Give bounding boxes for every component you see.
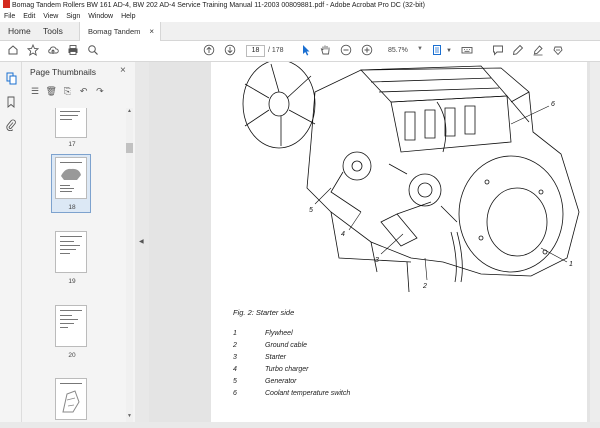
sign-icon[interactable] [531,44,545,59]
keyboard-icon[interactable] [460,44,474,59]
legend-text: Ground cable [265,342,308,349]
tab-tools[interactable]: Tools [43,26,63,36]
legend-text: Flywheel [265,330,293,337]
window-titlebar: Bomag Tandem Rollers BW 161 AD-4, BW 202… [0,0,600,11]
fit-page-icon[interactable] [430,44,444,59]
legend-number: 1 [233,330,237,337]
redo-icon[interactable]: ↷ [96,86,104,96]
scroll-up-icon[interactable]: ▲ [127,108,132,114]
close-tab-icon[interactable]: × [149,27,154,36]
thumbnail-label-20: 20 [68,352,76,359]
hand-tool-icon[interactable] [319,44,331,59]
home-icon[interactable] [6,44,20,59]
search-icon[interactable] [86,44,100,59]
window-title: Bomag Tandem Rollers BW 161 AD-4, BW 202… [12,2,425,9]
figure-caption: Fig. 2: Starter side [233,308,295,317]
callout-2: 2 [422,283,427,290]
tab-bar: Home Tools Bomag Tandem Roll... × [0,22,600,55]
document-scrollbar[interactable] [590,62,600,428]
acrobat-app-icon [3,0,10,8]
menu-view[interactable]: View [43,13,59,20]
thumbnail-label-19: 19 [68,278,76,285]
undo-icon[interactable]: ↶ [79,86,88,96]
zoom-out-icon[interactable] [339,44,353,59]
legend-text: Turbo charger [265,366,309,373]
windows-taskbar [0,422,600,428]
thumbnail-list: 17 18 19 20 [22,108,126,428]
legend-text: Starter [265,354,287,361]
next-page-icon[interactable] [223,44,237,59]
previous-page-icon[interactable] [202,44,216,59]
thumbnail-scroll-thumb[interactable] [126,143,133,153]
thumbnail-scrollbar[interactable]: ▲ ▼ [126,108,133,428]
callout-1: 1 [569,261,573,268]
close-panel-icon[interactable]: × [120,65,126,76]
thumbnail-label-18: 18 [68,204,76,211]
menu-file[interactable]: File [4,13,16,20]
thumbnails-panel: Page Thumbnails × ☰ 🗑 ⎘ ↶ ↷ 17 18 [22,62,135,428]
collapse-panel-icon[interactable]: ◀ [139,239,144,245]
zoom-dropdown-icon[interactable]: ▼ [417,46,423,52]
thumbnail-page-20[interactable] [55,305,87,347]
document-viewer: 6 1 2 3 4 5 Fig. 2: Starter side 1 Flywh… [149,62,600,428]
tab-home[interactable]: Home [8,26,31,36]
bookmark-icon[interactable] [5,96,17,109]
legend-number: 4 [233,366,237,373]
thumbnails-icon[interactable] [5,72,17,85]
callout-5: 5 [309,207,313,214]
tab-document[interactable]: Bomag Tandem Roll... × [79,22,161,55]
engine-illustration: 6 1 2 3 4 5 [242,62,580,293]
upload-cloud-icon[interactable] [46,44,60,59]
menu-bar: File Edit View Sign Window Help [0,11,600,22]
menu-edit[interactable]: Edit [23,13,36,20]
zoom-level[interactable]: 85.7% [388,47,408,54]
highlight-pen-icon[interactable] [511,44,525,59]
bookmark-star-icon[interactable] [26,43,40,59]
fit-dropdown-icon[interactable]: ▼ [446,48,452,54]
select-cursor-icon[interactable] [300,44,312,59]
legend-number: 6 [233,390,237,397]
legend-text: Coolant temperature switch [265,390,351,397]
attachment-icon[interactable] [5,119,17,132]
navigation-rail [0,62,22,428]
more-tools-icon[interactable] [551,44,565,59]
menu-help[interactable]: Help [121,13,136,20]
main-toolbar: 18 / 178 85.7% ▼ ▼ [0,41,600,62]
menu-sign[interactable]: Sign [66,13,81,20]
thumbnail-label-17: 17 [68,141,76,148]
legend-number: 5 [233,378,237,385]
thumbnail-page-18[interactable] [55,157,87,199]
legend-number: 2 [233,342,237,349]
zoom-in-icon[interactable] [360,44,374,59]
callout-4: 4 [341,231,345,238]
insert-icon[interactable]: ⎘ [63,86,72,96]
options-icon[interactable]: ☰ [30,86,40,96]
legend-number: 3 [233,354,237,361]
scroll-down-icon[interactable]: ▼ [127,413,132,419]
thumbnails-panel-title: Page Thumbnails [30,67,96,77]
document-page: 6 1 2 3 4 5 Fig. 2: Starter side 1 Flywh… [211,62,587,428]
legend-text: Generator [265,378,297,385]
menu-window[interactable]: Window [88,13,114,20]
thumbnail-page-17[interactable] [55,108,87,138]
page-number-input[interactable]: 18 [246,45,265,57]
thumbnail-page-19[interactable] [55,231,87,273]
callout-3: 3 [375,257,379,264]
callout-6: 6 [551,101,555,108]
print-icon[interactable] [66,44,80,59]
thumbnails-toolbar: ☰ 🗑 ⎘ ↶ ↷ [28,86,107,100]
thumbnail-page-21[interactable] [55,378,87,420]
comment-icon[interactable] [491,44,505,59]
delete-icon[interactable]: 🗑 [45,86,57,96]
panel-splitter[interactable]: ◀ [135,62,149,428]
page-total: / 178 [268,47,284,54]
